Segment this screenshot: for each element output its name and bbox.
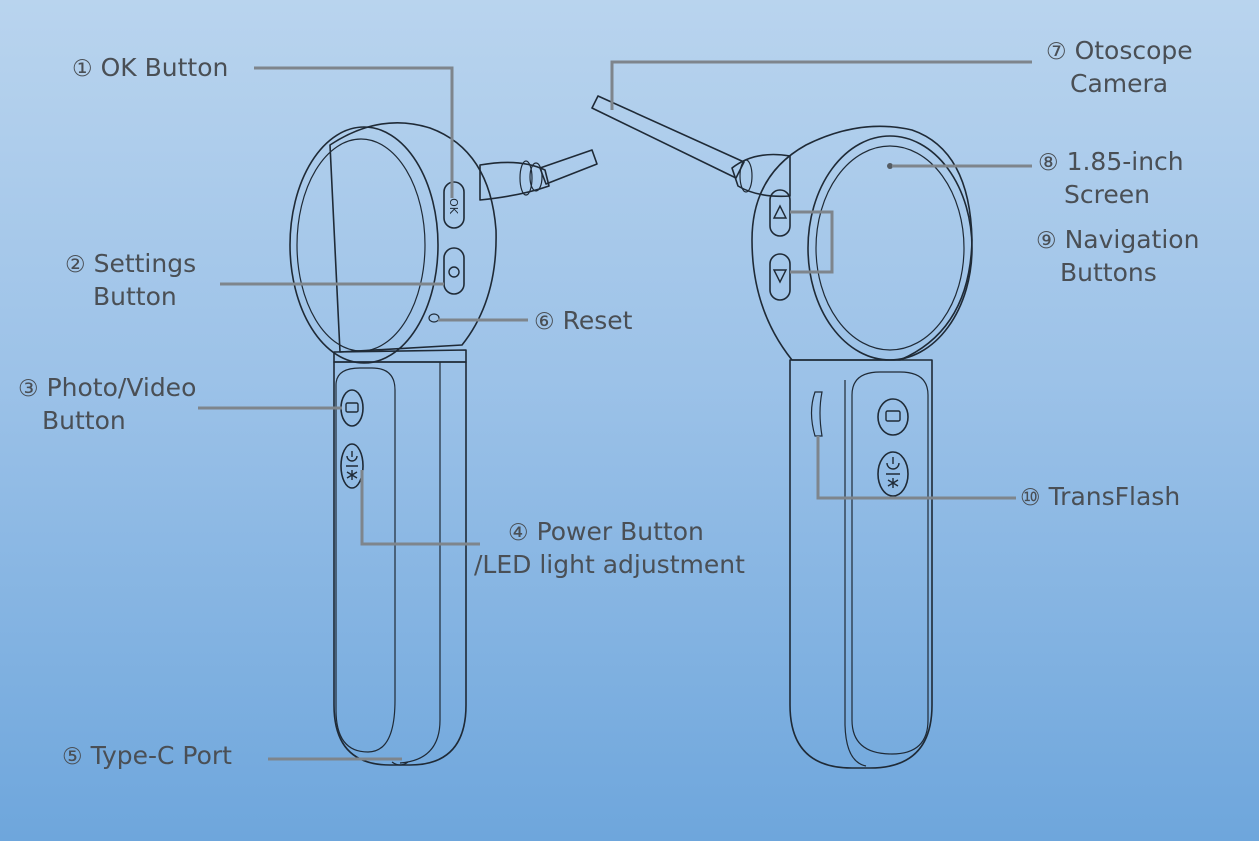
callout-number: ①: [72, 56, 93, 82]
left-photo-button: [340, 389, 364, 427]
callout-text-line2: Button: [93, 282, 177, 311]
callout-text: TransFlash: [1048, 482, 1181, 511]
right-probe-ring: [739, 159, 753, 193]
right-power-button: [877, 451, 909, 497]
callout-power-button: ④ Power Button /LED light adjustment: [474, 516, 745, 580]
right-handle-edge: [844, 380, 867, 767]
power-led-icon: [346, 451, 358, 480]
callout-photo-video-button: ③ Photo/Video Button: [18, 372, 196, 436]
callout-navigation-buttons: ⑨ Navigation Buttons: [1036, 224, 1199, 288]
callout-number: ⑩: [1020, 485, 1041, 511]
camera-icon-right: [885, 410, 901, 422]
callout-type-c-port: ⑤ Type-C Port: [62, 740, 232, 773]
right-screen-inner: [815, 145, 965, 351]
left-probe-ring-2: [519, 160, 533, 196]
nav-down-arrow-icon: [772, 269, 788, 284]
callout-text-line2: Screen: [1064, 180, 1150, 209]
callout-text: Power Button: [536, 517, 704, 546]
right-nav-down-button: [769, 253, 791, 301]
ok-glyph-text: OK: [447, 198, 460, 215]
left-handle-edge: [399, 362, 441, 764]
callout-text: Photo/Video: [46, 373, 197, 402]
callout-number: ⑤: [62, 744, 83, 770]
leader-ok-button: [254, 66, 454, 198]
left-ok-button: [443, 181, 465, 229]
left-probe-collar: [479, 161, 550, 201]
callout-screen: ⑧ 1.85-inch Screen: [1038, 146, 1184, 210]
power-led-icon-right: [886, 457, 900, 488]
callout-number: ④: [508, 520, 529, 546]
callout-number: ②: [65, 252, 86, 278]
callout-text: Settings: [93, 249, 197, 278]
callout-text-line2: Button: [42, 406, 126, 435]
right-transflash-slot: [810, 391, 823, 437]
callout-text: Type-C Port: [90, 741, 232, 770]
leader-otoscope-camera: [610, 60, 1032, 110]
leader-lines: [198, 60, 1032, 761]
callout-settings-button: ② Settings Button: [65, 248, 196, 312]
left-power-button: [340, 443, 364, 489]
callout-text-line2: Buttons: [1060, 258, 1157, 287]
right-otoscope-device: [591, 95, 973, 769]
left-reset-hole: [428, 313, 440, 323]
left-head-shell: [329, 122, 497, 353]
left-settings-button: [443, 247, 465, 295]
camera-icon: [345, 402, 359, 413]
callout-number: ⑧: [1038, 150, 1059, 176]
right-head-shell: [751, 125, 973, 361]
right-handle-panel: [851, 371, 929, 755]
callout-otoscope-camera: ⑦ Otoscope Camera: [1046, 35, 1193, 99]
callout-number: ⑥: [534, 309, 555, 335]
leader-power-button: [360, 470, 480, 546]
right-photo-button: [877, 398, 909, 436]
nav-up-arrow-icon: [772, 204, 788, 219]
callout-text: OK Button: [100, 53, 229, 82]
settings-gear-icon: [448, 266, 460, 278]
screen-callout-dot: [887, 163, 893, 169]
left-probe: [539, 149, 598, 185]
right-probe: [591, 95, 745, 179]
leader-navigation-buttons: [790, 210, 834, 274]
callout-text: Reset: [562, 306, 633, 335]
left-handle-panel: [335, 367, 396, 753]
left-handle-body: [333, 361, 467, 766]
callout-transflash: ⑩ TransFlash: [1020, 481, 1180, 514]
left-type-c-port: [391, 761, 409, 766]
callout-number: ③: [18, 376, 39, 402]
callout-text-line2: Camera: [1070, 69, 1169, 98]
callout-ok-button: ① OK Button: [72, 52, 228, 85]
left-head-face: [289, 126, 439, 364]
callout-reset: ⑥ Reset: [534, 305, 632, 338]
right-handle-body: [789, 359, 933, 769]
leader-transflash: [816, 436, 1016, 500]
left-neck-band: [333, 349, 467, 363]
left-probe-ring: [529, 162, 543, 192]
callout-text-line2: /LED light adjustment: [474, 550, 745, 579]
left-otoscope-device: OK: [289, 122, 598, 766]
callout-text: Otoscope: [1074, 36, 1193, 65]
callout-text: 1.85-inch: [1066, 147, 1184, 176]
callout-number: ⑨: [1036, 228, 1057, 254]
callout-number: ⑦: [1046, 39, 1067, 65]
callout-text: Navigation: [1064, 225, 1200, 254]
left-head-face-inner: [296, 138, 426, 352]
